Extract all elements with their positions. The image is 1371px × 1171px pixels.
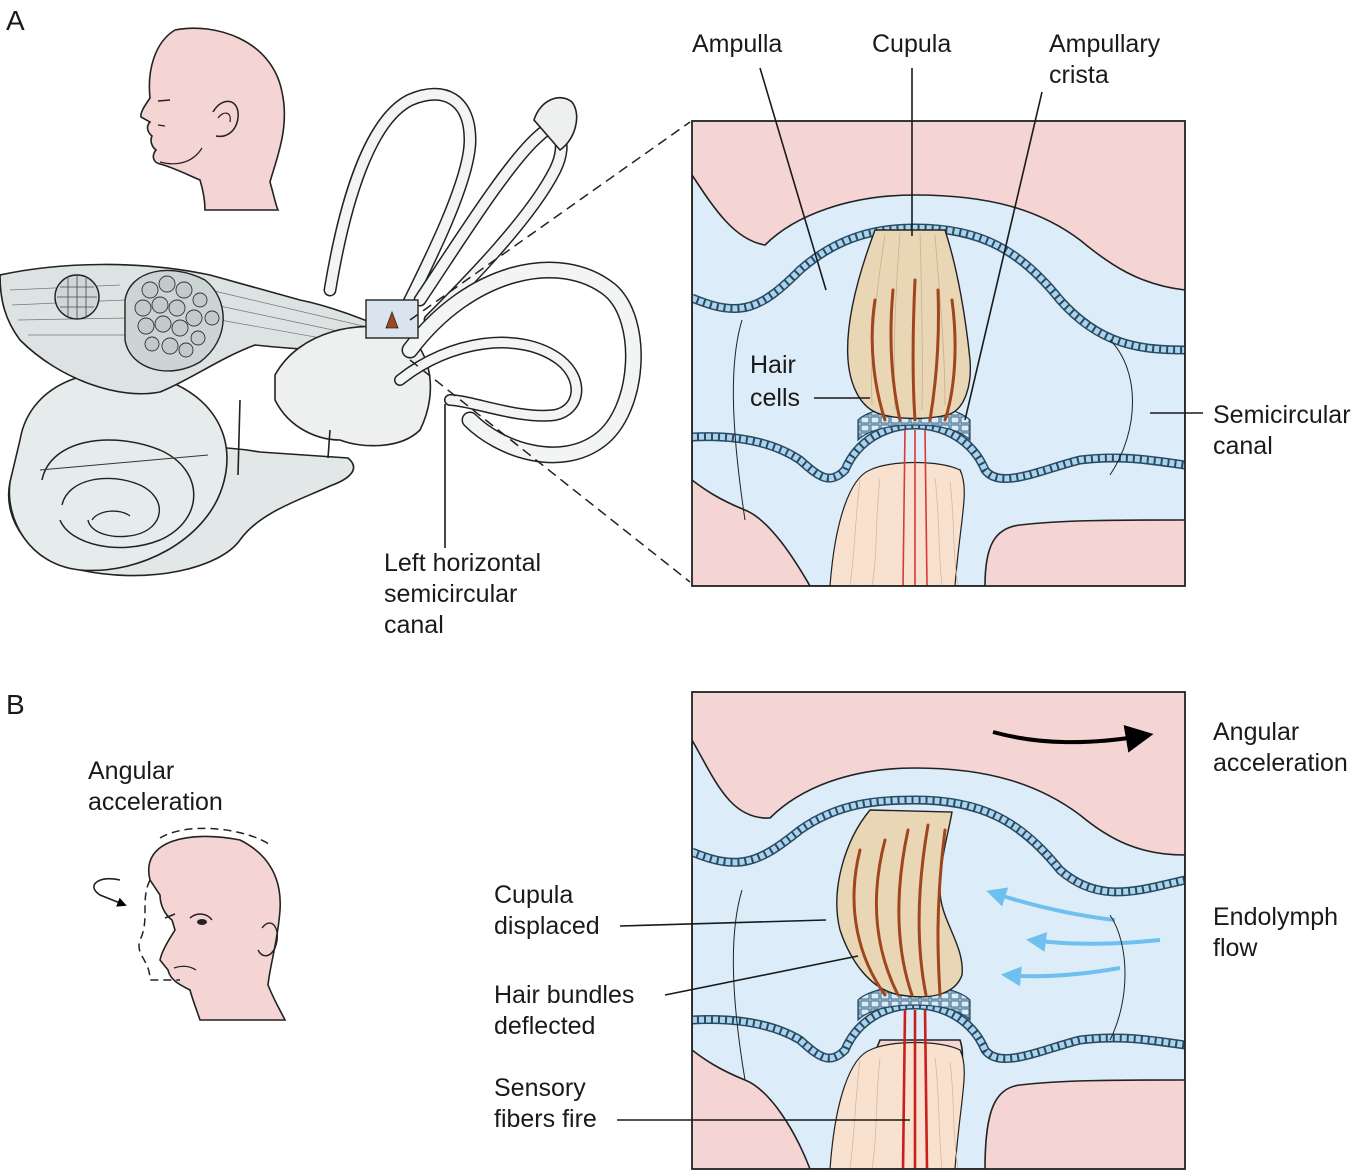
zoom-line-top <box>409 121 691 321</box>
hair-bundles-leader <box>664 955 859 996</box>
endolymph-flow-label: Endolymph flow <box>1213 903 1345 962</box>
ampulla-leader <box>759 67 827 291</box>
panel-b-letter: B <box>6 689 25 720</box>
cupula-label: Cupula <box>872 30 951 58</box>
zoom-line-bottom <box>409 359 691 583</box>
semicircular-canal-label: Semicircular canal <box>1213 401 1357 460</box>
ampulla-detail-box <box>692 121 1185 586</box>
hair-cells-label: Hair cells <box>750 351 803 412</box>
displaced-cupula-box <box>692 692 1185 1169</box>
displaced-box-frame <box>691 691 1186 1170</box>
left-horizontal-canal-label: Left horizontal semicircular canal <box>384 549 548 639</box>
rotating-head-illustration <box>93 827 287 1021</box>
ampulla-box-frame <box>691 120 1186 587</box>
ampulla-label: Ampulla <box>692 30 782 58</box>
ampullary-crista-label: Ampullary crista <box>1049 30 1167 89</box>
cupula-displaced-leader <box>619 919 827 927</box>
ampullary-crista-leader <box>964 91 1043 421</box>
box-angular-acceleration-label: Angular acceleration <box>1213 718 1348 777</box>
head-profile-illustration <box>140 27 286 211</box>
panel-a-letter: A <box>6 5 25 36</box>
hair-bundles-deflected-label: Hair bundles deflected <box>494 981 641 1040</box>
head-angular-acceleration-label: Angular acceleration <box>88 757 223 816</box>
cupula-displaced-label: Cupula displaced <box>494 881 600 940</box>
labyrinth-illustration <box>0 87 642 577</box>
sensory-fibers-fire-label: Sensory fibers fire <box>494 1074 597 1133</box>
